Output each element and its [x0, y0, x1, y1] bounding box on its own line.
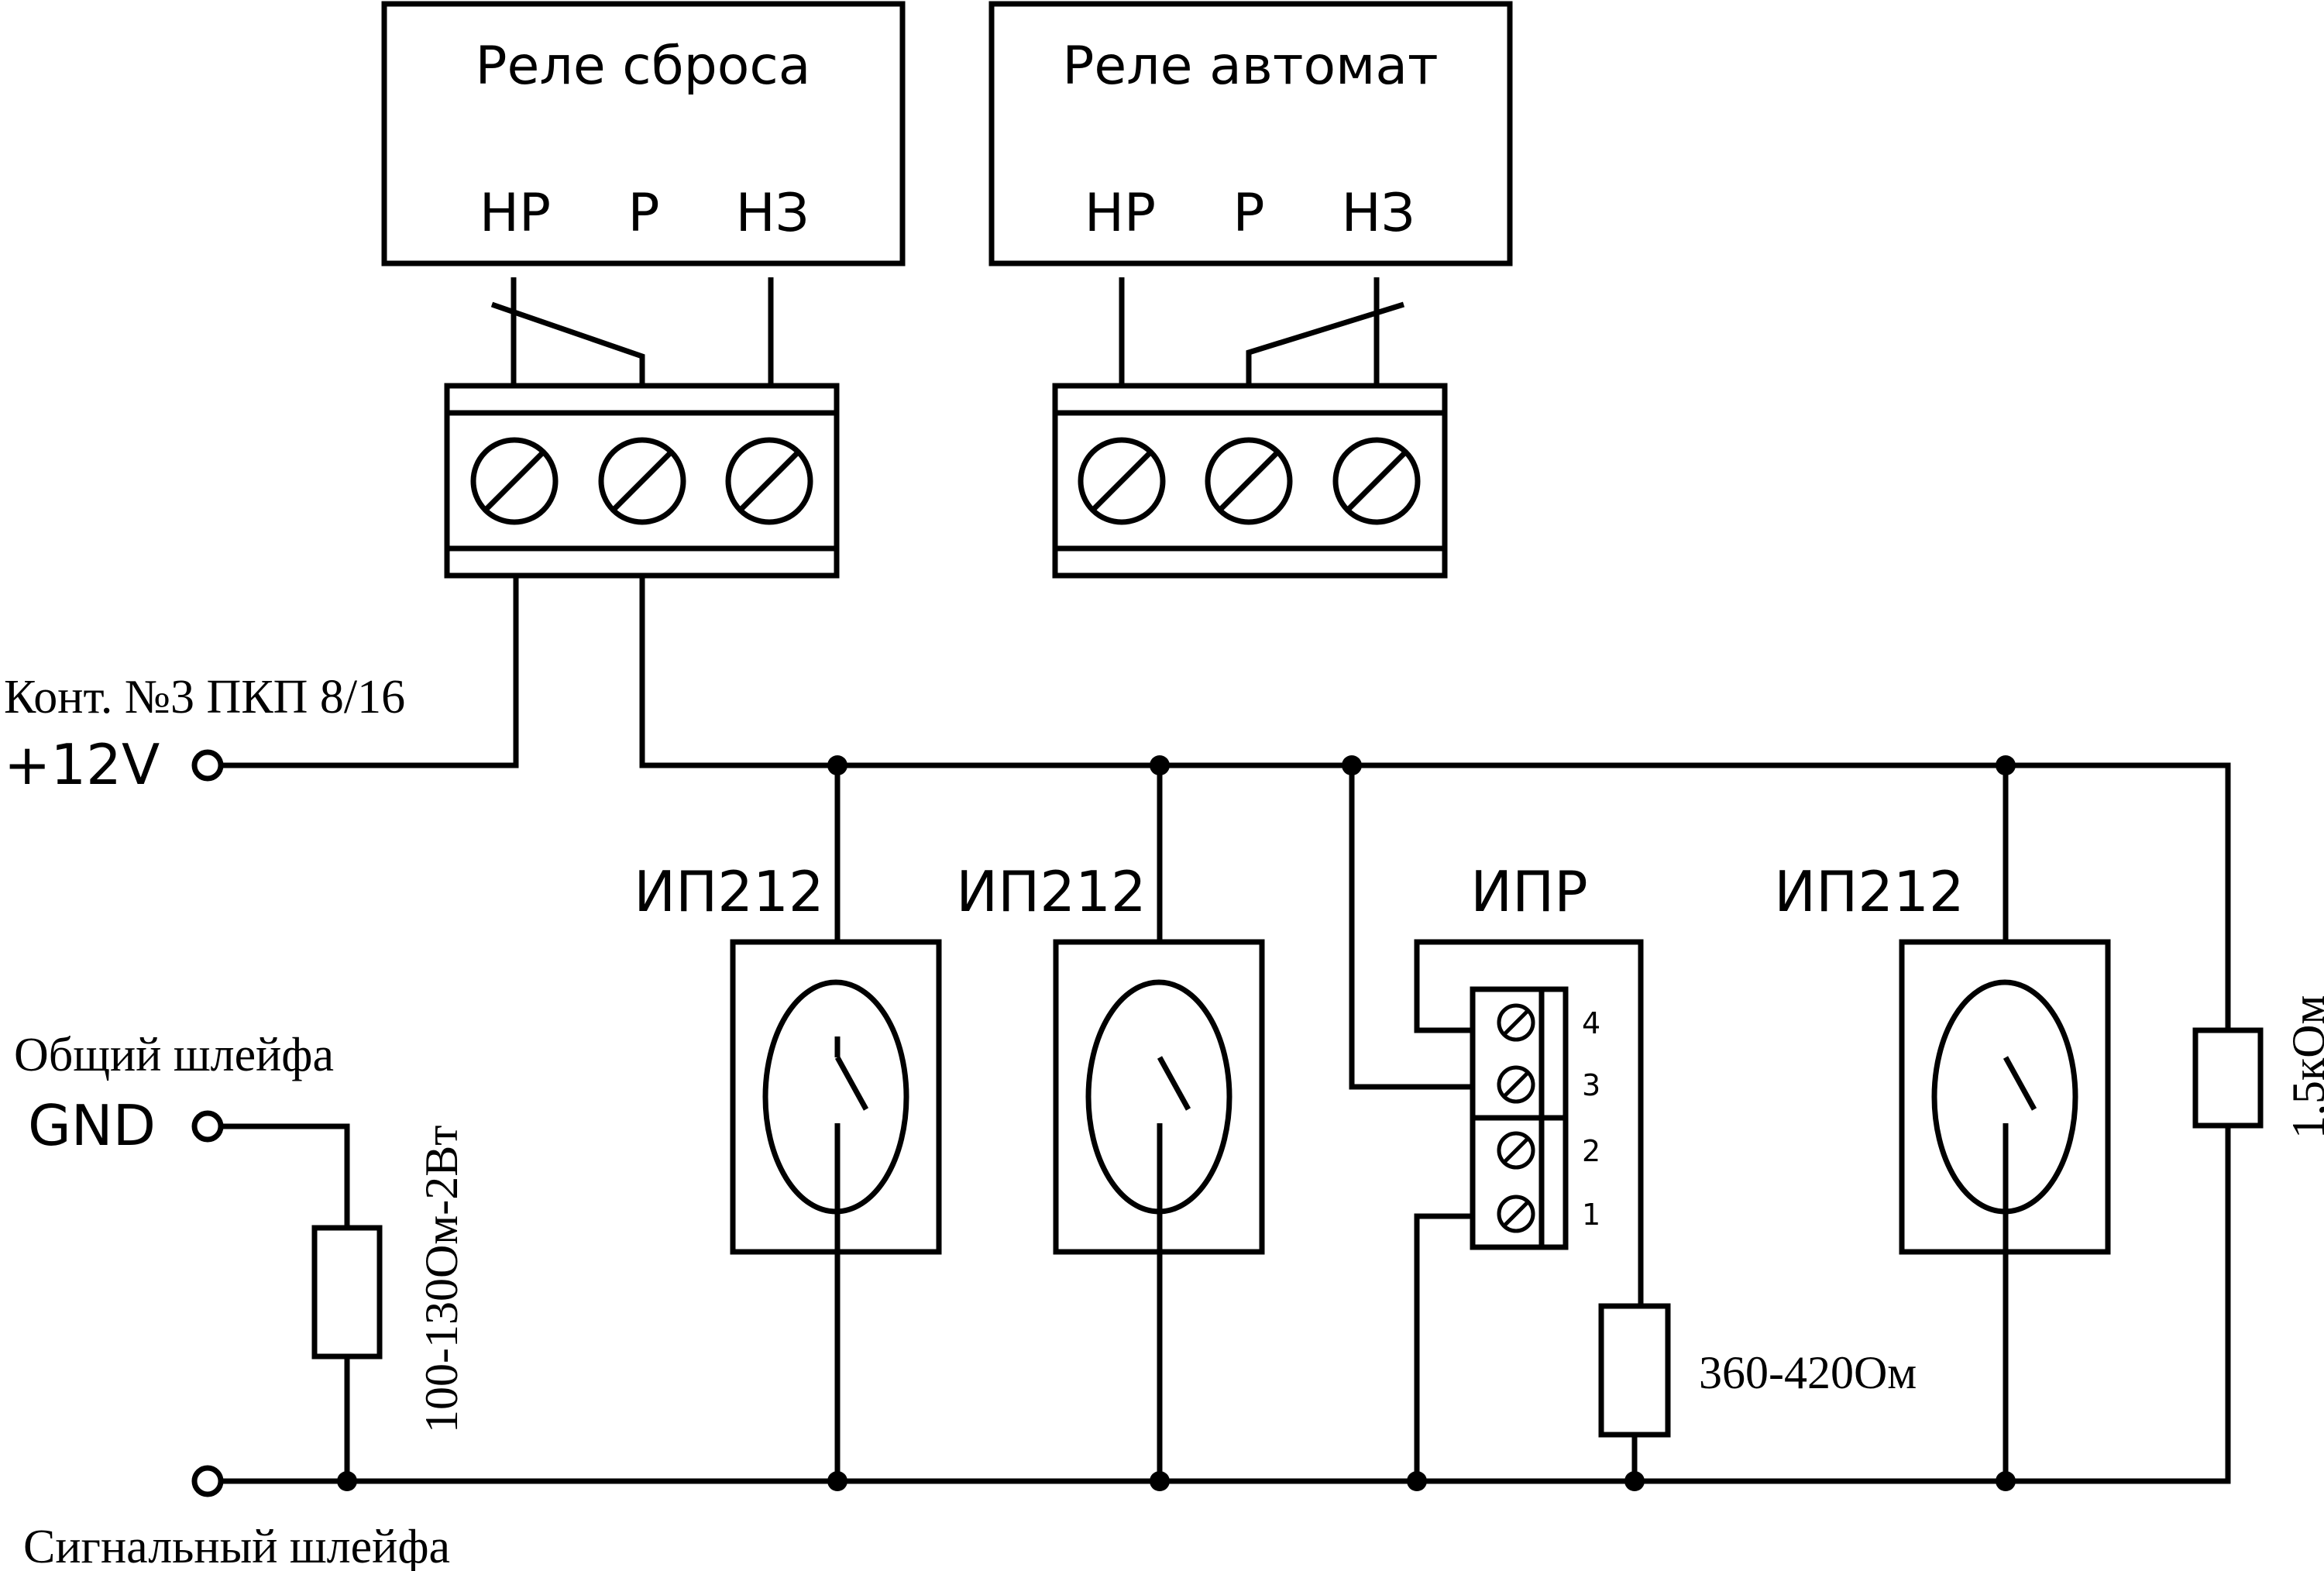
relay-auto-no-label: НР: [1085, 183, 1156, 244]
ipr-label: ИПР: [1470, 859, 1587, 924]
end-resistor: 1,5кОм: [2192, 995, 2324, 1139]
gnd-label: GND: [28, 1093, 156, 1158]
power-label: +12V: [4, 732, 160, 797]
detector-2: ИП212: [956, 765, 1265, 1481]
screw-terminal-icon: [1078, 437, 1166, 525]
gnd-note: Общий шлейфа: [14, 1029, 334, 1081]
screw-terminal-icon: [598, 437, 686, 525]
power-note: Конт. №3 ПКП 8/16: [4, 671, 405, 724]
junction-dot: [1342, 755, 1362, 775]
junction-dots: [337, 755, 2016, 1491]
resistor-icon: [2192, 1027, 2264, 1129]
ipr-pin-1: 1: [1582, 1198, 1600, 1232]
resistor-icon: [311, 1225, 383, 1360]
relay-reset-nc-label: НЗ: [736, 183, 810, 244]
signal-terminal-icon: [191, 1465, 224, 1497]
screw-terminal-icon: [1497, 1195, 1535, 1233]
screw-terminal-icon: [1205, 437, 1293, 525]
end-resistor-label: 1,5кОм: [2283, 995, 2324, 1139]
relay-auto-title: Реле автомат: [1062, 36, 1438, 97]
relay-reset: Реле сброса НР Р НЗ: [381, 1, 906, 266]
resistor-icon: [1598, 1303, 1671, 1438]
bottom-bus: Сигнальный шлейфа: [23, 1126, 2231, 1571]
screw-terminal-icon: [1332, 437, 1421, 525]
detector-2-label: ИП212: [956, 859, 1146, 924]
junction-dot: [1996, 1471, 2016, 1491]
relay-auto-contacts: [1119, 277, 1405, 385]
junction-dot: [1407, 1471, 1427, 1491]
signal-note: Сигнальный шлейфа: [23, 1521, 450, 1571]
ipr-pin-3: 3: [1582, 1068, 1600, 1102]
junction-dot: [1996, 755, 2016, 775]
junction-dot: [337, 1471, 357, 1491]
relay-auto-nc-label: НЗ: [1342, 183, 1415, 244]
relay-reset-contacts: [490, 277, 774, 385]
relay-reset-no-label: НР: [480, 183, 551, 244]
relay-reset-c-label: Р: [627, 183, 659, 244]
ipr-device: ИПР 360-420Ом 4 3 2 1: [1349, 765, 1917, 1481]
screw-terminal-icon: [1497, 1003, 1535, 1042]
power-terminal-icon: [191, 749, 224, 782]
power-input: Конт. №3 ПКП 8/16 +12V: [4, 576, 519, 797]
screw-terminal-icon: [725, 437, 813, 525]
screw-terminal-icon: [1497, 1131, 1535, 1170]
detector-3-label: ИП212: [1774, 859, 1964, 924]
ipr-resistor-label: 360-420Ом: [1699, 1347, 1917, 1398]
detector-1-label: ИП212: [634, 859, 823, 924]
gnd-terminal-icon: [191, 1110, 224, 1143]
screw-terminal-icon: [1497, 1065, 1535, 1104]
ipr-pin-2: 2: [1582, 1134, 1600, 1168]
junction-dot: [1150, 1471, 1170, 1491]
junction-dot: [827, 755, 847, 775]
junction-dot: [827, 1471, 847, 1491]
relay-reset-title: Реле сброса: [476, 36, 811, 97]
junction-dot: [1150, 755, 1170, 775]
detector-3: ИП212: [1774, 765, 2111, 1481]
gnd-input: Общий шлейфа GND 100-130Ом-2Вт: [14, 1029, 467, 1481]
relay-auto-c-label: Р: [1232, 183, 1264, 244]
terminal-block-auto: [1052, 383, 1448, 579]
ipr-pin-4: 4: [1582, 1006, 1600, 1040]
gnd-resistor-label: 100-130Ом-2Вт: [416, 1126, 467, 1434]
terminal-block-reset: [444, 383, 840, 579]
screw-terminal-icon: [470, 437, 559, 525]
junction-dot: [1624, 1471, 1645, 1491]
relay-auto: Реле автомат НР Р НЗ: [988, 1, 1513, 266]
top-bus: [639, 576, 2231, 1030]
detector-1: ИП212: [634, 765, 942, 1481]
